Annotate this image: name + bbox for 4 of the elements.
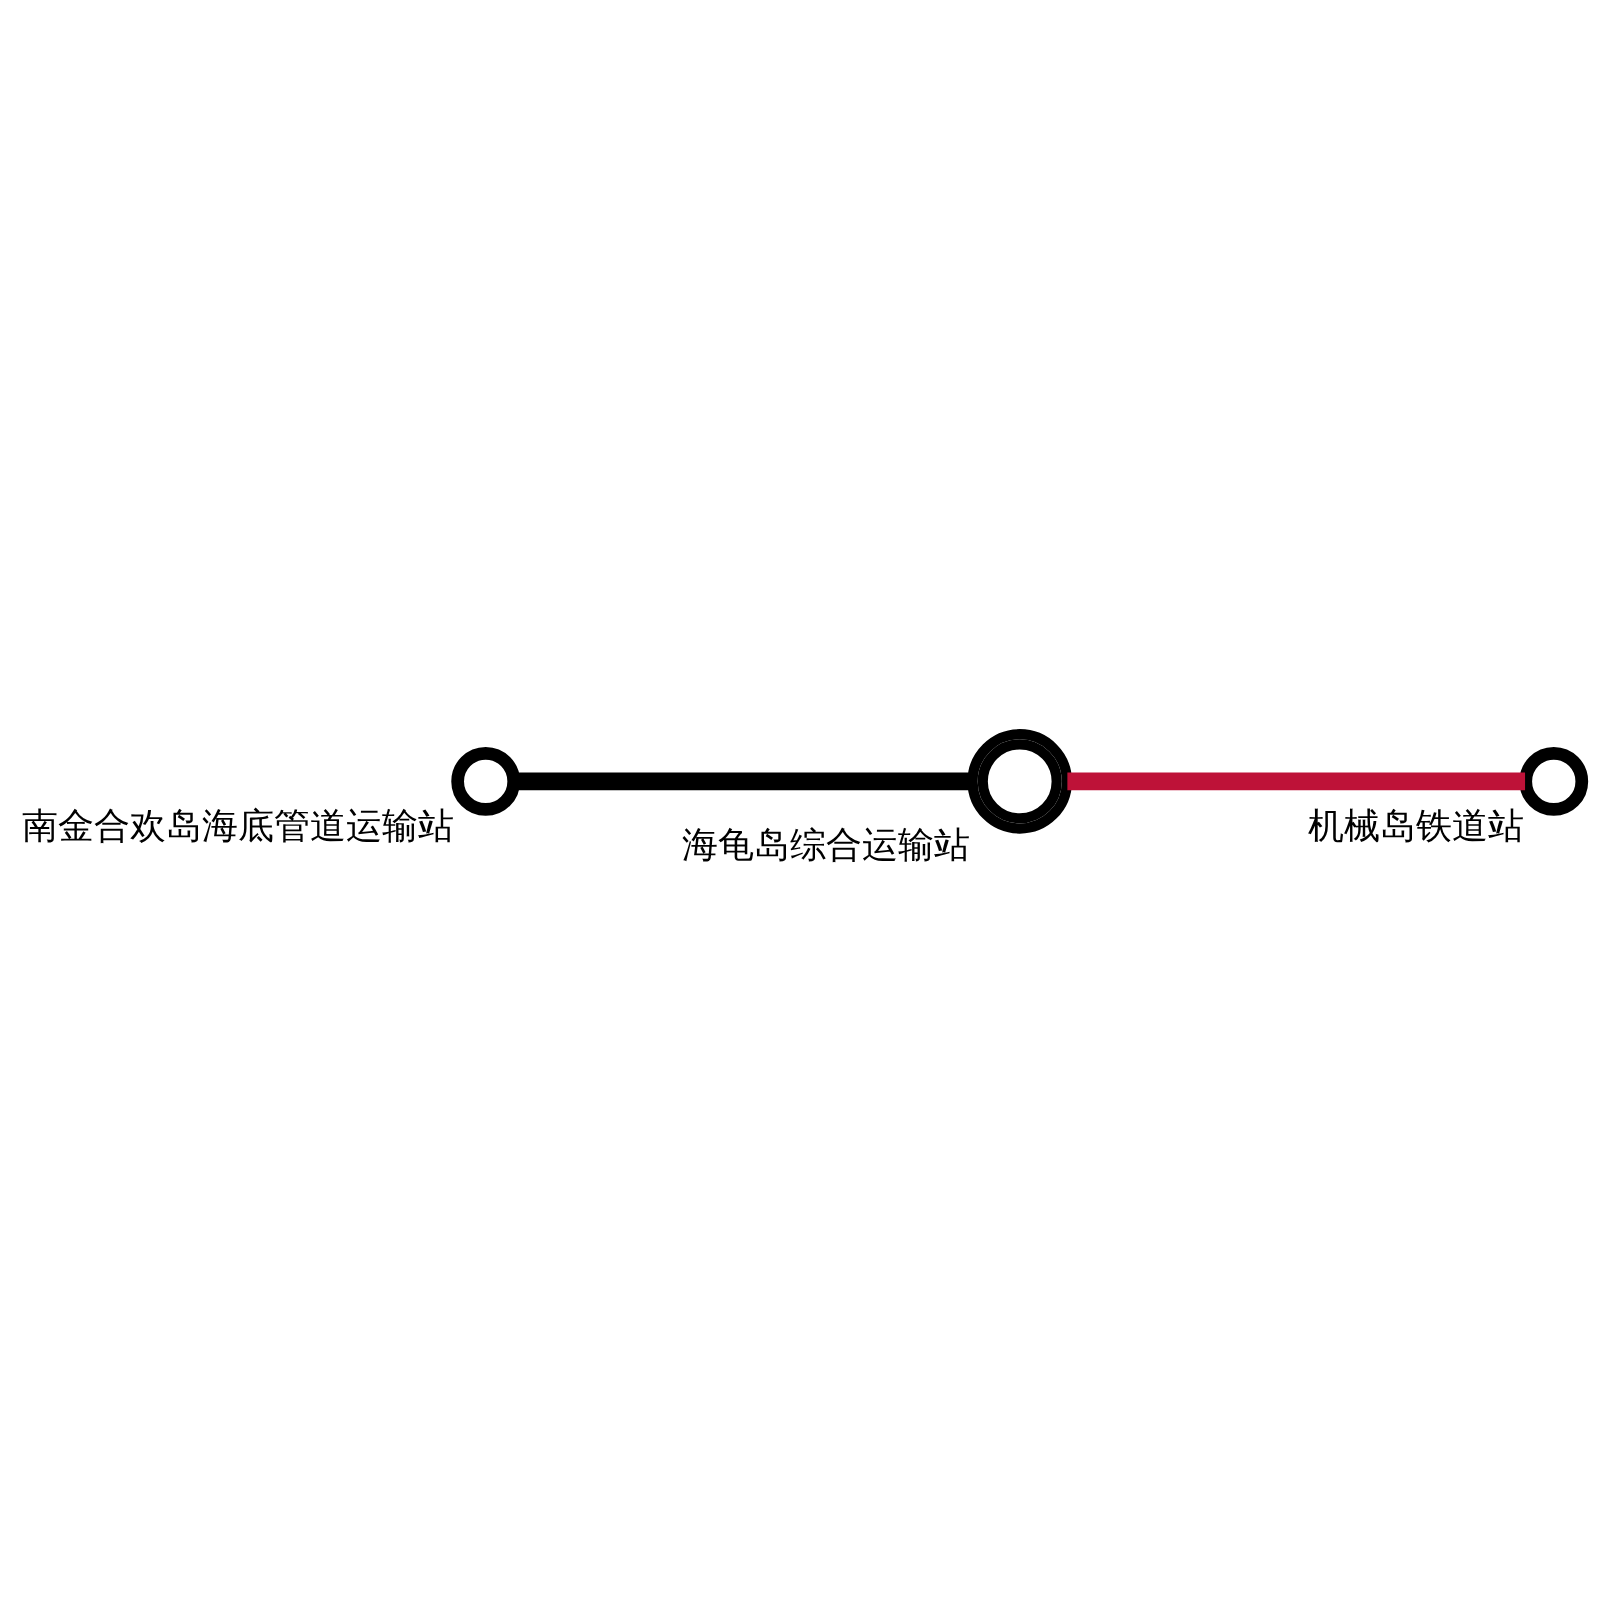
node-label: 南金合欢岛海底管道运输站 [21,804,454,846]
connector [1066,771,1525,790]
node-label: 海龟岛综合运输站 [681,823,970,865]
node-label: 机械岛铁道站 [1307,804,1524,846]
